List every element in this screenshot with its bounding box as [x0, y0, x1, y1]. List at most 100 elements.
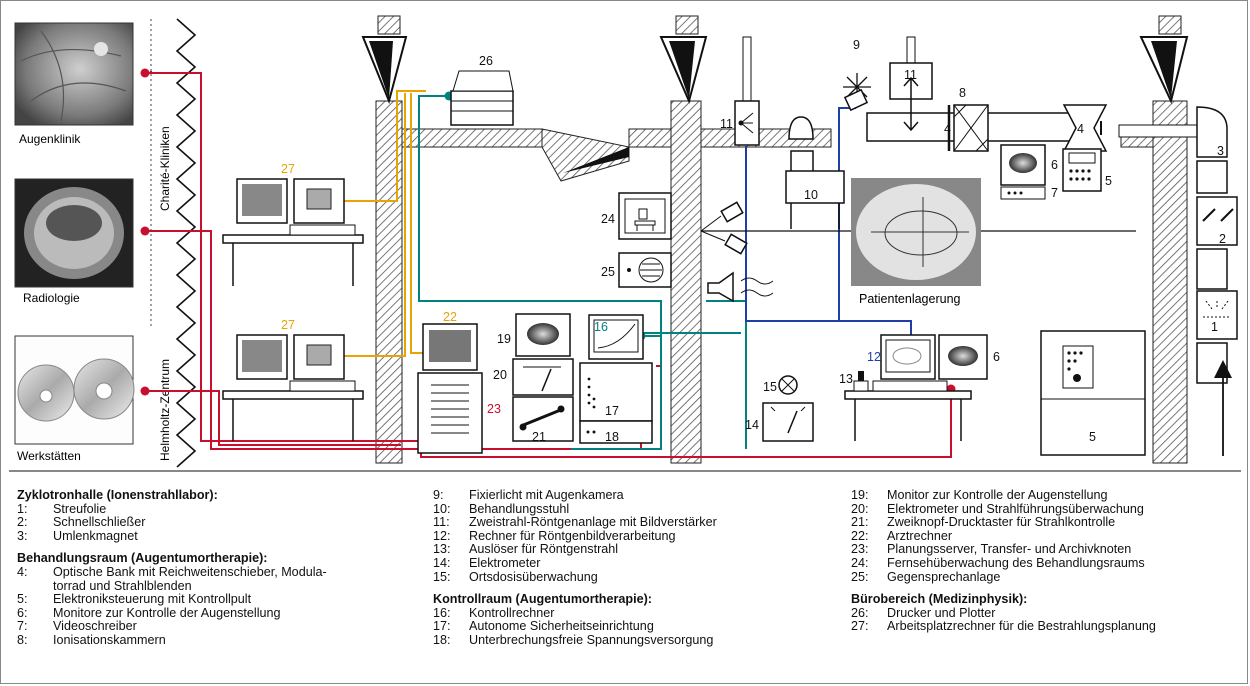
label-4-right: 4 [1077, 122, 1084, 136]
label-6-top: 6 [1051, 158, 1058, 172]
legend-item: 16:Kontrollrechner [433, 607, 717, 621]
legend-item-text: Monitore zur Kontrolle der Augenstellung [53, 607, 281, 621]
legend-item: 2:Schnellschließer [17, 516, 327, 530]
legend-item-text: Ionisationskammern [53, 634, 166, 648]
legend-item: 27:Arbeitsplatzrechner für die Bestrahlu… [851, 620, 1156, 634]
legend-item-number: 16: [433, 607, 469, 621]
legend-item: 25:Gegensprechanlage [851, 571, 1156, 585]
label-5-small: 5 [1105, 174, 1112, 188]
label-15: 15 [763, 380, 777, 394]
legend-item-text: Videoschreiber [53, 620, 137, 634]
node-augenklinik [141, 69, 150, 78]
monitor-6-top [1001, 145, 1045, 199]
label-13: 13 [839, 372, 853, 386]
legend-item: 14:Elektrometer [433, 557, 717, 571]
label-24: 24 [601, 212, 615, 226]
legend-heading: Kontrollraum (Augentumortherapie): [433, 593, 717, 607]
workstation-27-top [223, 179, 363, 286]
label-7: 7 [1051, 186, 1058, 200]
legend-item-number: 21: [851, 516, 887, 530]
legend-item-text: Auslöser für Röntgenstrahl [469, 543, 618, 557]
label-9: 9 [853, 38, 860, 52]
electrometer-14 [763, 403, 813, 441]
legend-item: 17:Autonome Sicherheitseinrichtung [433, 620, 717, 634]
electrometer-20 [513, 359, 573, 395]
radiologie-photo [15, 179, 133, 287]
legend-item-text: Elektroniksteuerung mit Kontrollpult [53, 593, 251, 607]
legend-item: 26:Drucker und Plotter [851, 607, 1156, 621]
tv-monitor-24 [619, 193, 671, 239]
legend-column-3: 19:Monitor zur Kontrolle der Augenstellu… [851, 489, 1156, 634]
legend-item: 20:Elektrometer und Strahlführungsüberwa… [851, 503, 1156, 517]
node-radiologie [141, 227, 150, 236]
legend-item: 19:Monitor zur Kontrolle der Augenstellu… [851, 489, 1156, 503]
legend-item-number: 18: [433, 634, 469, 648]
printer-26 [451, 71, 513, 125]
label-17: 17 [605, 404, 619, 418]
label-11-right: 11 [904, 68, 917, 82]
intercom-25 [619, 253, 671, 287]
legend-item-number: 22: [851, 530, 887, 544]
legend-item-number: 9: [433, 489, 469, 503]
legend-item-number: 27: [851, 620, 887, 634]
legend-item-text: Kontrollrechner [469, 607, 554, 621]
charite-label: Charité-Kliniken [158, 126, 172, 211]
legend-item-text: Planungsserver, Transfer- und Archivknot… [887, 543, 1131, 557]
label-5-large: 5 [1089, 430, 1096, 444]
legend-item-text: Drucker und Plotter [887, 607, 996, 621]
legend-item-text: Fernsehüberwachung des Behandlungsraums [887, 557, 1145, 571]
legend-item-number: 7: [17, 620, 53, 634]
legend-item-number: 20: [851, 503, 887, 517]
legend-item-text: Behandlungsstuhl [469, 503, 569, 517]
label-18: 18 [605, 430, 619, 444]
label-19: 19 [497, 332, 511, 346]
legend-item: 11:Zweistrahl-Röntgenanlage mit Bildvers… [433, 516, 717, 530]
legend-item-text: Zweistrahl-Röntgenanlage mit Bildverstär… [469, 516, 717, 530]
legend-item-text: Autonome Sicherheitseinrichtung [469, 620, 654, 634]
legend-item-text: Fixierlicht mit Augenkamera [469, 489, 624, 503]
cyclotron-beamline [1197, 161, 1237, 456]
hmi-label: Helmholtz-Zentrum [158, 359, 172, 461]
label-20: 20 [493, 368, 507, 382]
legend-item-number: 14: [433, 557, 469, 571]
label-23: 23 [487, 402, 501, 416]
legend-item-text: Elektrometer [469, 557, 540, 571]
legend-item-number: 10: [433, 503, 469, 517]
legend-heading: Zyklotronhalle (Ionenstrahllabor): [17, 489, 327, 503]
legend-item-text: Rechner für Röntgenbildverarbeitung [469, 530, 676, 544]
legend-item-number: 11: [433, 516, 469, 530]
fixation-light-9 [843, 73, 871, 110]
legend-item: 10:Behandlungsstuhl [433, 503, 717, 517]
legend-item-number: 19: [851, 489, 887, 503]
room-cameras [701, 202, 747, 253]
legend-item-text: Zweiknopf-Drucktaster für Strahlkontroll… [887, 516, 1115, 530]
legend-heading: Behandlungsraum (Augentumortherapie): [17, 552, 327, 566]
legend-item-text: Schnellschließer [53, 516, 145, 530]
legend-item-number: 3: [17, 530, 53, 544]
monitor-19 [516, 314, 570, 356]
legend-item: 24:Fernsehüberwachung des Behandlungsrau… [851, 557, 1156, 571]
label-10: 10 [804, 188, 818, 202]
legend-item: 12:Rechner für Röntgenbildverarbeitung [433, 530, 717, 544]
label-27-top: 27 [281, 162, 295, 176]
dose-monitor-15 [779, 376, 797, 394]
legend-item-text: Ortsdosisüberwachung [469, 571, 598, 585]
label-1: 1 [1211, 320, 1218, 334]
node-werkstaetten [141, 387, 150, 396]
label-25: 25 [601, 265, 615, 279]
label-26: 26 [479, 54, 493, 68]
legend-item-number: 5: [17, 593, 53, 607]
radiologie-label: Radiologie [23, 291, 80, 305]
legend-item: 21:Zweiknopf-Drucktaster für Strahlkontr… [851, 516, 1156, 530]
legend-item-number: 1: [17, 503, 53, 517]
legend-item: 18:Unterbrechungsfreie Spannungsversorgu… [433, 634, 717, 648]
legend-item-text: Arztrechner [887, 530, 952, 544]
label-2: 2 [1219, 232, 1226, 246]
label-12: 12 [867, 350, 881, 364]
legend-item-number: 4: [17, 566, 53, 593]
legend-item-number: 2: [17, 516, 53, 530]
legend-item-number: 17: [433, 620, 469, 634]
doctor-computer-22 [418, 324, 482, 453]
